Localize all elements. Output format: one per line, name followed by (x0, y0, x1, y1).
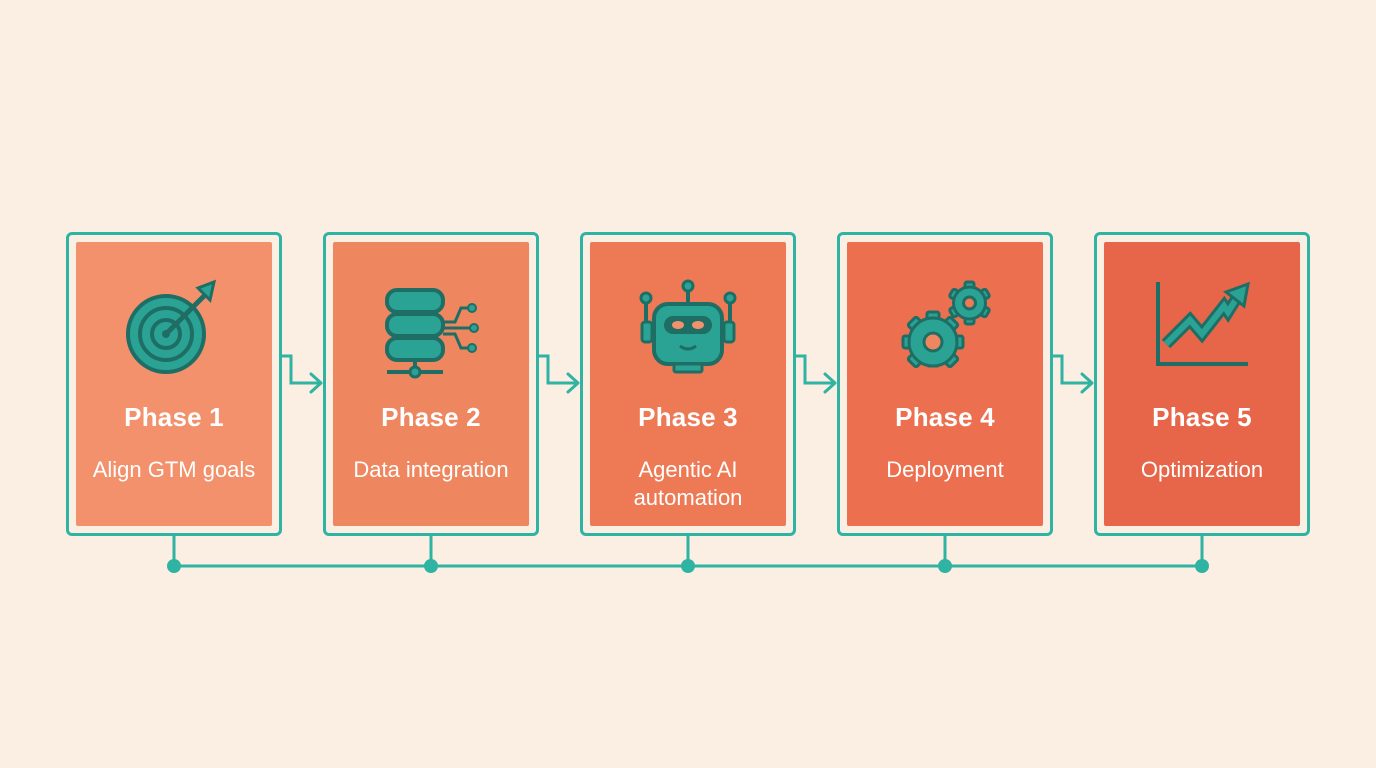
timeline-dot (424, 559, 438, 573)
arrow-head (1080, 372, 1094, 394)
connector-arrow-line (537, 354, 578, 385)
robot-icon (638, 278, 738, 378)
phase-title: Phase 1 (124, 402, 224, 432)
gears-icon (895, 278, 995, 378)
phase-title: Phase 3 (638, 402, 738, 432)
phase-card-body: Phase 5 Optimization (1104, 242, 1300, 526)
phase-card-1: Phase 1 Align GTM goals (66, 232, 282, 536)
phase-description: Data integration (353, 457, 509, 482)
phase-card-3: Phase 3 Agentic AI automation (580, 232, 796, 536)
growth-chart-icon (1152, 278, 1252, 378)
phase-description: Align GTM goals (92, 457, 256, 482)
phase-title: Phase 4 (895, 402, 995, 432)
phase-description: Optimization (1140, 457, 1264, 482)
phase-description: Agentic AI automation (633, 457, 743, 510)
connector-arrow-line (1051, 354, 1092, 385)
timeline-dot (1195, 559, 1209, 573)
phase-card-body: Phase 2 Data integration (333, 242, 529, 526)
target-icon (124, 278, 224, 378)
connector-arrow-line (794, 354, 835, 385)
arrow-head (566, 372, 580, 394)
timeline-dot (167, 559, 181, 573)
arrow-head (309, 372, 323, 394)
timeline-dot (681, 559, 695, 573)
timeline-dot (938, 559, 952, 573)
phase-card-4: Phase 4 Deployment (837, 232, 1053, 536)
phase-card-2: Phase 2 Data integration (323, 232, 539, 536)
arrow-head (823, 372, 837, 394)
phase-card-body: Phase 3 Agentic AI automation (590, 242, 786, 526)
phase-card-5: Phase 5 Optimization (1094, 232, 1310, 536)
phase-card-body: Phase 4 Deployment (847, 242, 1043, 526)
database-icon (381, 278, 481, 379)
phase-card-body: Phase 1 Align GTM goals (76, 242, 272, 526)
phase-description: Deployment (886, 457, 1004, 482)
connector-arrow-line (280, 354, 321, 385)
phase-title: Phase 5 (1152, 402, 1252, 432)
phase-title: Phase 2 (381, 402, 481, 432)
